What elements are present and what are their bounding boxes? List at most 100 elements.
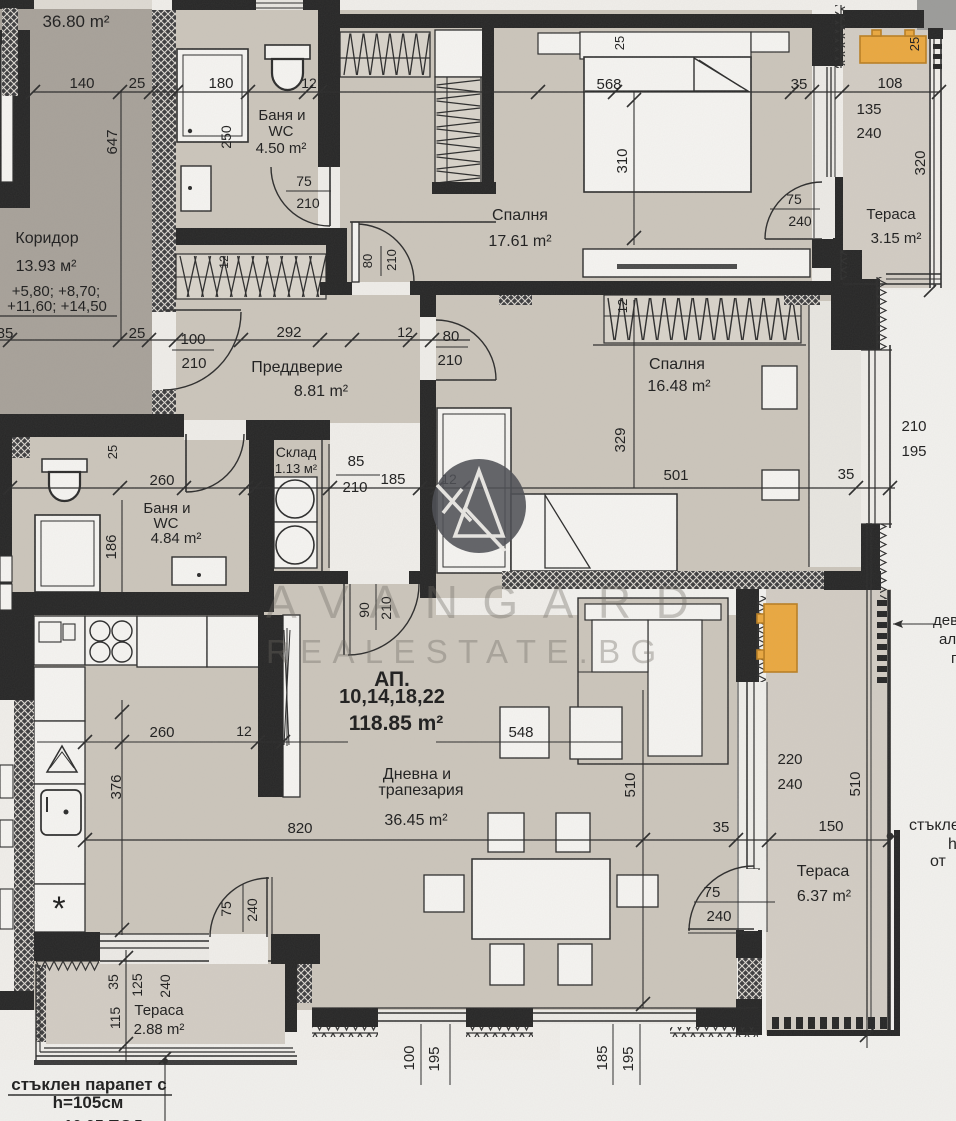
svg-text:6.37 m²: 6.37 m² (797, 888, 852, 905)
svg-text:180: 180 (208, 75, 233, 92)
svg-text:стъкле: стъкле (909, 817, 956, 834)
svg-text:195: 195 (620, 1046, 637, 1071)
svg-text:Дневна и: Дневна и (383, 766, 451, 783)
svg-text:3.15 m²: 3.15 m² (871, 230, 922, 247)
svg-text:36.80 m²: 36.80 m² (42, 12, 109, 31)
svg-text:125: 125 (129, 973, 145, 997)
svg-text:115: 115 (107, 1007, 123, 1030)
svg-text:Склад: Склад (276, 444, 317, 460)
svg-text:310: 310 (614, 148, 631, 173)
svg-text:820: 820 (287, 820, 312, 837)
svg-text:10,14,18,22: 10,14,18,22 (339, 686, 445, 708)
svg-text:25: 25 (907, 37, 922, 51)
svg-text:12: 12 (397, 324, 413, 340)
svg-text:от: от (930, 853, 947, 870)
svg-text:292: 292 (276, 324, 301, 341)
svg-text:12: 12 (236, 723, 252, 739)
svg-text:WC: WC (154, 515, 179, 532)
svg-text:376: 376 (108, 774, 125, 799)
svg-text:+5,80; +8,70;: +5,80; +8,70; (12, 283, 100, 300)
svg-text:329: 329 (612, 427, 629, 452)
svg-text:501: 501 (663, 467, 688, 484)
svg-text:дев: дев (933, 612, 956, 629)
svg-text:240: 240 (856, 125, 881, 142)
svg-text:80: 80 (443, 328, 460, 345)
svg-text:Спалня: Спалня (492, 207, 548, 224)
svg-text:REALESTATE.BG: REALESTATE.BG (266, 633, 666, 670)
svg-text:510: 510 (847, 771, 864, 796)
svg-text:h: h (948, 836, 956, 853)
svg-text:1.13 м²: 1.13 м² (275, 461, 318, 476)
svg-text:25: 25 (612, 36, 627, 50)
svg-text:4.50 m²: 4.50 m² (256, 140, 307, 157)
svg-text:16.48 m²: 16.48 m² (647, 378, 711, 395)
svg-text:240: 240 (777, 776, 802, 793)
svg-text:12: 12 (301, 75, 317, 91)
svg-text:13.93 м²: 13.93 м² (16, 258, 77, 275)
svg-text:Баня и: Баня и (258, 107, 305, 124)
svg-text:Спалня: Спалня (649, 356, 705, 373)
svg-text:от +10,05 ПОД: от +10,05 ПОД (33, 1118, 144, 1121)
svg-text:Коридор: Коридор (15, 230, 78, 247)
svg-text:*: * (52, 890, 65, 928)
svg-text:12: 12 (217, 255, 231, 269)
svg-text:трапезария: трапезария (378, 782, 463, 799)
svg-text:ал: ал (939, 631, 956, 648)
svg-text:17.61 m²: 17.61 m² (488, 233, 552, 250)
svg-text:568: 568 (596, 76, 621, 93)
svg-text:210: 210 (296, 195, 320, 211)
svg-text:75: 75 (786, 191, 802, 207)
svg-text:210: 210 (342, 479, 367, 496)
svg-text:h=105см: h=105см (53, 1093, 124, 1112)
svg-text:240: 240 (244, 898, 260, 922)
svg-text:стъклен парапет с: стъклен парапет с (11, 1075, 166, 1094)
svg-text:35: 35 (838, 466, 855, 483)
svg-text:185: 185 (594, 1045, 611, 1070)
svg-text:2.88 m²: 2.88 m² (134, 1021, 185, 1038)
svg-text:36.45 m²: 36.45 m² (384, 812, 448, 829)
svg-text:12: 12 (615, 299, 630, 313)
svg-text:150: 150 (818, 818, 843, 835)
svg-text:Тераса: Тераса (134, 1002, 184, 1019)
svg-text:25: 25 (129, 325, 146, 342)
svg-text:260: 260 (149, 724, 174, 741)
svg-text:240: 240 (157, 974, 173, 998)
svg-text:85: 85 (0, 325, 13, 342)
svg-text:8.81 m²: 8.81 m² (294, 383, 349, 400)
svg-text:210: 210 (384, 249, 399, 271)
svg-text:АП.: АП. (374, 668, 410, 691)
svg-text:90: 90 (356, 602, 372, 618)
svg-text:260: 260 (149, 472, 174, 489)
svg-text:210: 210 (437, 352, 462, 369)
svg-text:210: 210 (901, 418, 926, 435)
svg-text:210: 210 (181, 355, 206, 372)
svg-text:250: 250 (218, 125, 234, 149)
svg-text:647: 647 (104, 129, 121, 154)
svg-text:548: 548 (508, 724, 533, 741)
svg-text:195: 195 (426, 1046, 443, 1071)
svg-text:185: 185 (380, 471, 405, 488)
svg-text:100: 100 (180, 331, 205, 348)
svg-text:Баня и: Баня и (143, 500, 190, 517)
svg-text:80: 80 (360, 254, 375, 268)
svg-text:135: 135 (856, 101, 881, 118)
svg-text:Преддверие: Преддверие (251, 359, 343, 376)
svg-text:195: 195 (901, 443, 926, 460)
svg-text:140: 140 (69, 75, 94, 92)
svg-text:210: 210 (378, 596, 394, 620)
svg-text:35: 35 (791, 76, 808, 93)
svg-text:п: п (951, 650, 956, 667)
svg-text:Тераса: Тераса (866, 206, 916, 223)
svg-text:25: 25 (129, 75, 146, 92)
svg-text:186: 186 (103, 534, 120, 559)
svg-text:35: 35 (105, 974, 121, 990)
svg-text:220: 220 (777, 751, 802, 768)
svg-text:75: 75 (296, 173, 312, 189)
svg-text:85: 85 (348, 453, 365, 470)
svg-text:35: 35 (713, 819, 730, 836)
svg-text:320: 320 (912, 150, 929, 175)
svg-text:+11,60; +14,50: +11,60; +14,50 (7, 298, 107, 315)
svg-text:WC: WC (269, 123, 294, 140)
svg-text:AVANGARD: AVANGARD (266, 576, 713, 628)
svg-text:25: 25 (105, 445, 120, 459)
